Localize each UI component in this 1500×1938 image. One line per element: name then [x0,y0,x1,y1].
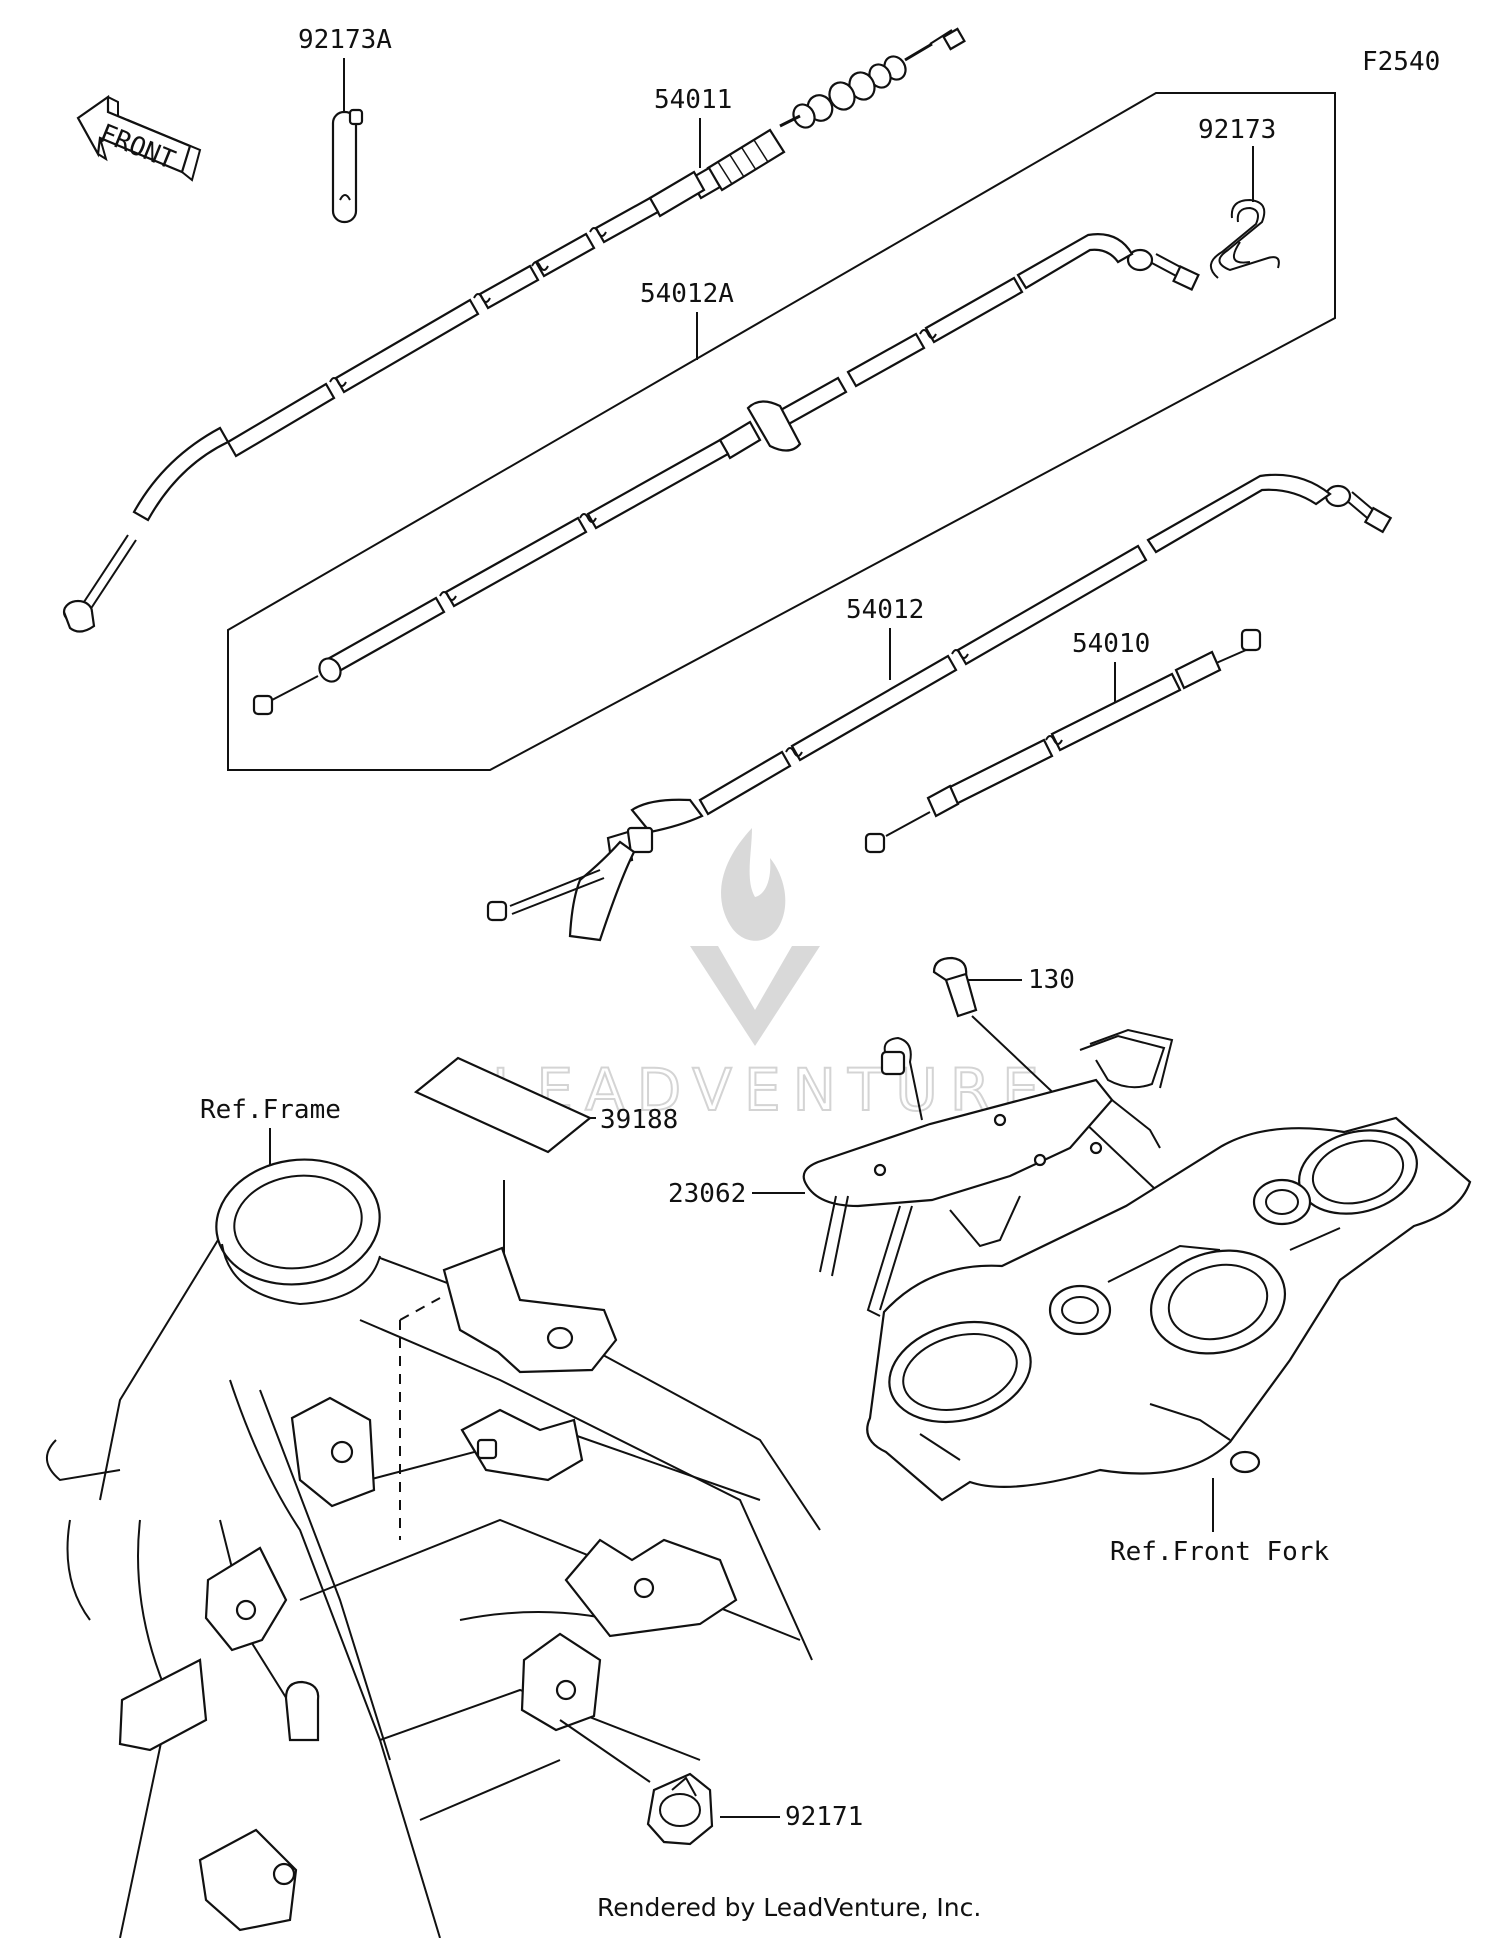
frame-reference [46,1158,821,1938]
figure-code: F2540 [1362,47,1440,77]
cable-54010 [864,628,1262,854]
label-92173: 92173 [1198,115,1276,145]
label-39188: 39188 [600,1105,678,1135]
label-54011: 54011 [654,85,732,115]
watermark-text: LEADVENTURE [492,1056,1051,1124]
footer-credit: Rendered by LeadVenture, Inc. [597,1893,981,1922]
label-92173A: 92173A [298,25,392,55]
cable-clip-92173 [1210,198,1280,279]
label-ref-frame: Ref.Frame [200,1095,341,1125]
label-92171: 92171 [785,1802,863,1832]
front-fork-triple-clamp [866,1116,1472,1502]
cable-54012 [486,473,1393,942]
label-130: 130 [1028,965,1075,995]
label-sheet-39188 [413,1056,593,1154]
watermark: LEADVENTURE [491,828,1051,1125]
cable-54011 [62,27,966,633]
cable-54012A [252,233,1200,716]
clamp-92171 [559,1719,714,1846]
label-54012: 54012 [846,595,924,625]
label-23062: 23062 [668,1179,746,1209]
cable-group-box [227,92,1336,771]
flame-v-logo [690,828,820,1046]
label-54012A: 54012A [640,279,734,309]
front-arrow-icon: FRONT [76,94,202,182]
cable-strap-92173A [331,108,364,224]
label-54010: 54010 [1072,629,1150,659]
label-ref-front-fork: Ref.Front Fork [1110,1537,1329,1567]
bracket-23062 [802,1028,1174,1317]
